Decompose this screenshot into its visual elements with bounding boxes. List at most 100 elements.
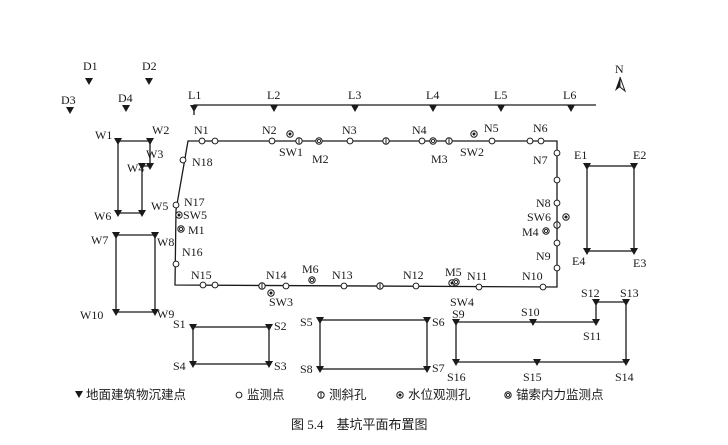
point-label: D1 [83,59,98,73]
monitoring-point-icon [553,176,561,184]
monitoring-point-icon [179,156,187,164]
point-label: M4 [522,225,539,239]
monitoring-point-icon [539,283,547,291]
monitoring-point-icon [172,260,180,268]
monitoring-point-icon [268,137,276,145]
building-group-d: D1 D2 D3 D4 [61,59,157,114]
settlement-point-marker-icon [66,107,74,114]
point-label: SW5 [183,208,207,222]
point-label: SW1 [279,145,303,159]
settlement-point-marker-icon [351,105,359,112]
point-label: S6 [432,315,445,329]
water-level-hole-icon [470,130,478,138]
point-label: S14 [615,370,634,384]
point-label: D2 [142,59,157,73]
point-label: N11 [467,269,487,283]
monitoring-point-icon [553,199,561,207]
settlement-point-marker-icon [270,105,278,112]
monitoring-point-icon [198,137,206,145]
point-label: N3 [342,123,357,137]
point-label: L4 [426,88,439,102]
monitoring-point-icon [340,282,348,290]
point-label: S11 [583,329,601,343]
point-label: W2 [152,123,169,137]
point-label: S10 [521,305,540,319]
anchor-force-point-icon [315,137,323,145]
point-label: N5 [484,121,499,135]
settlement-point-marker-icon [567,105,575,112]
legend: 地面建筑物沉建点 监测点 测斜孔 水位观测孔 锚索内力监测点 [75,387,604,402]
monitoring-point-icon [282,282,290,290]
monitoring-point-icon [172,201,180,209]
point-label: W5 [151,199,168,213]
point-label: S4 [173,359,186,373]
monitoring-point-icon [211,137,219,145]
point-label: D4 [118,91,133,105]
anchor-force-point-icon [429,137,437,145]
north-label: N [615,62,624,76]
monitoring-point-icon [211,281,219,289]
legend-label: 水位观测孔 [408,387,471,402]
point-label: N14 [266,268,287,282]
inclinometer-hole-icon [553,221,561,229]
water-level-hole-icon [562,213,570,221]
monitoring-point-icon [537,137,545,145]
road-line-l: L1 L2 L3 L4 L5 L6 [188,88,596,115]
point-label: N13 [332,268,353,282]
monitoring-point-icon [553,264,561,272]
point-label: N9 [536,249,551,263]
point-label: S15 [523,370,542,384]
settlement-point-marker-icon [85,78,93,85]
monitoring-point-icon [526,137,534,145]
monitoring-point-icon [475,283,483,291]
monitoring-point-icon [199,281,207,289]
point-label: N10 [522,269,543,283]
point-label: M1 [188,223,205,237]
point-label: S13 [620,286,639,300]
legend-label: 测斜孔 [329,388,367,402]
point-label: W1 [95,128,112,142]
point-label: S5 [300,315,313,329]
point-label: E3 [633,256,646,270]
monitoring-point-icon [553,149,561,157]
inclinometer-hole-icon [295,137,303,145]
legend-label: 地面建筑物沉建点 [86,387,186,402]
point-label: SW2 [460,145,484,159]
legend-label: 锚索内力监测点 [516,387,604,402]
point-label: M5 [445,265,462,279]
point-label: N12 [403,268,424,282]
point-label: N6 [533,121,548,135]
building-group-s: S1 S2 S3 S4 S5 S6 S7 S8 S9 S10 S11 S12 S… [173,286,639,384]
point-label: N2 [262,123,277,137]
settlement-point-marker-icon [145,78,153,85]
monitoring-point-icon [235,391,243,399]
point-label: S3 [274,359,287,373]
point-label: E4 [572,254,585,268]
building-group-e: E1 E2 E3 E4 [572,148,646,270]
anchor-force-point-icon [452,278,460,286]
water-level-hole-icon [396,391,404,399]
point-label: E2 [633,148,646,162]
inclinometer-hole-icon [317,391,325,399]
point-label: N18 [192,155,213,169]
water-and-anchor-points [175,130,570,297]
settlement-point-marker-icon [190,105,198,112]
water-level-hole-icon [286,130,294,138]
foundation-pit-outline [174,140,558,288]
point-label: S7 [432,361,445,375]
point-label: M2 [312,152,329,166]
point-label: W6 [94,209,111,223]
point-label: N7 [533,153,548,167]
settlement-point-marker-icon [429,105,437,112]
point-label: L2 [267,88,280,102]
point-label: N16 [182,245,203,259]
point-label: N15 [191,268,212,282]
settlement-point-marker-icon [75,391,83,398]
anchor-force-point-icon [177,225,185,233]
point-label: SW6 [527,210,551,224]
point-label: S1 [173,317,186,331]
point-label: W4 [127,161,144,175]
point-label: L6 [563,88,576,102]
point-label: S8 [300,362,313,376]
